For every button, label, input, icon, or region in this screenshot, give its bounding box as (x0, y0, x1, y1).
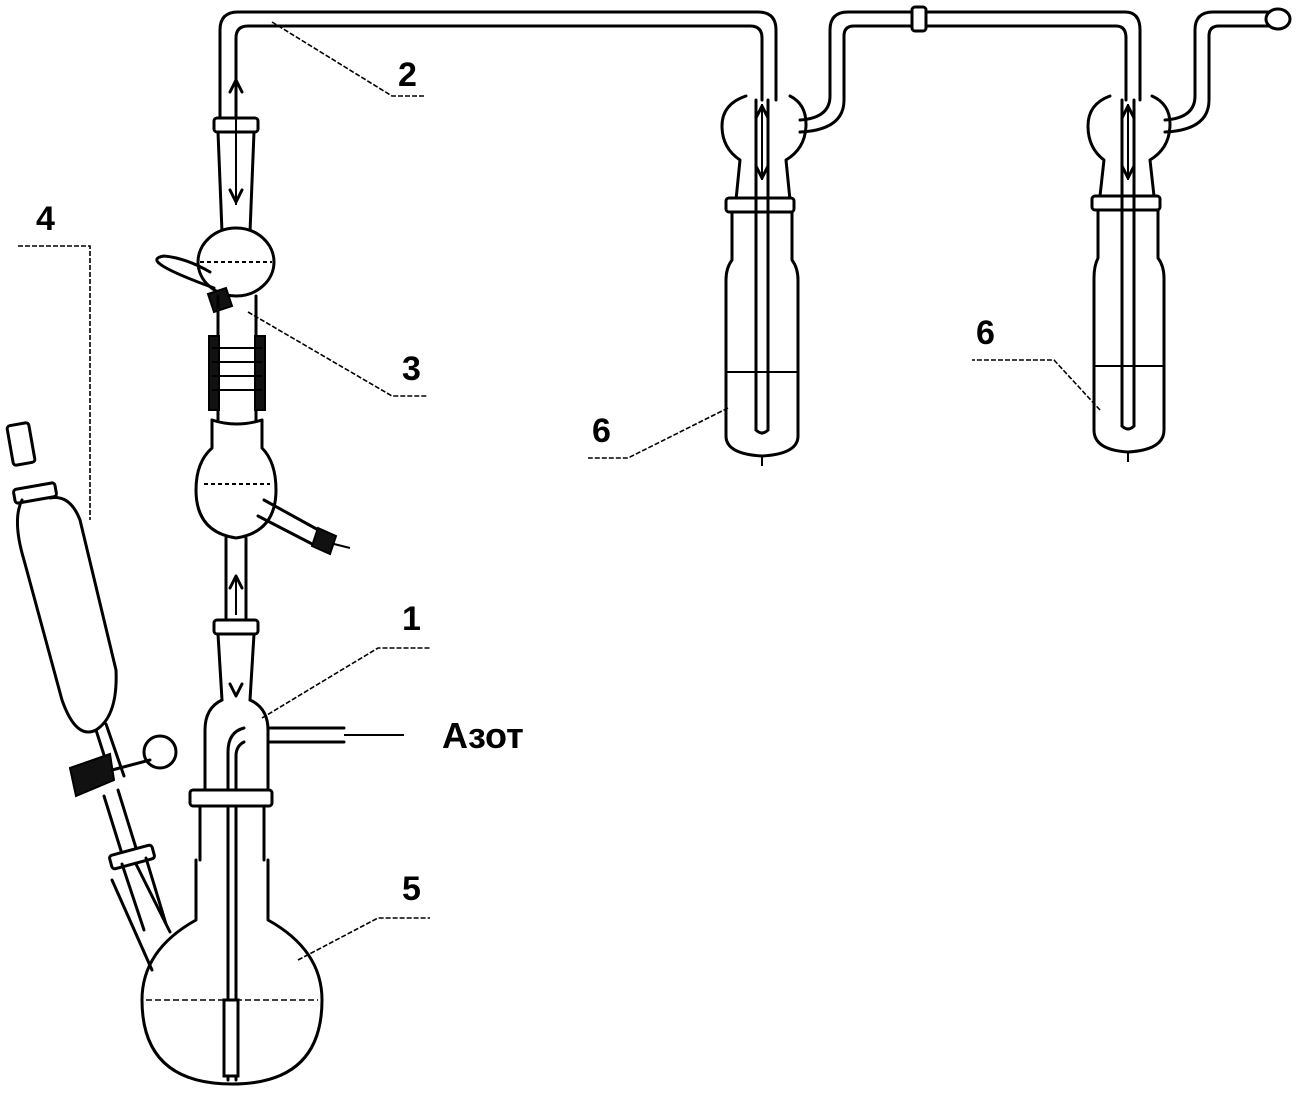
label-round-flask: 5 (402, 870, 421, 908)
leader-6-left (588, 407, 729, 459)
label-absorber-right: 6 (976, 314, 995, 352)
leader-lines (18, 21, 1101, 961)
round-bottom-flask (110, 850, 324, 1086)
dropping-funnel (5, 421, 178, 932)
gas-inlet-adapter (188, 618, 404, 1082)
connecting-tube (218, 5, 1292, 134)
label-reactor-tube: 1 (402, 600, 421, 638)
leader-4 (18, 245, 91, 520)
label-absorber-left: 6 (592, 412, 611, 450)
label-reflux-condenser: 3 (402, 350, 421, 388)
leader-5 (297, 917, 430, 961)
absorber-right (1086, 94, 1172, 462)
reflux-condenser (155, 226, 351, 620)
leader-6-right (972, 359, 1101, 411)
absorber-left (720, 94, 808, 466)
label-bridge-tube: 2 (398, 56, 417, 94)
leader-1 (261, 647, 430, 719)
leader-3 (247, 311, 428, 397)
upper-joint (212, 78, 260, 234)
leader-2 (271, 21, 426, 97)
gas-inlet-label: Азот (442, 715, 524, 756)
label-dropping-funnel: 4 (36, 200, 55, 238)
